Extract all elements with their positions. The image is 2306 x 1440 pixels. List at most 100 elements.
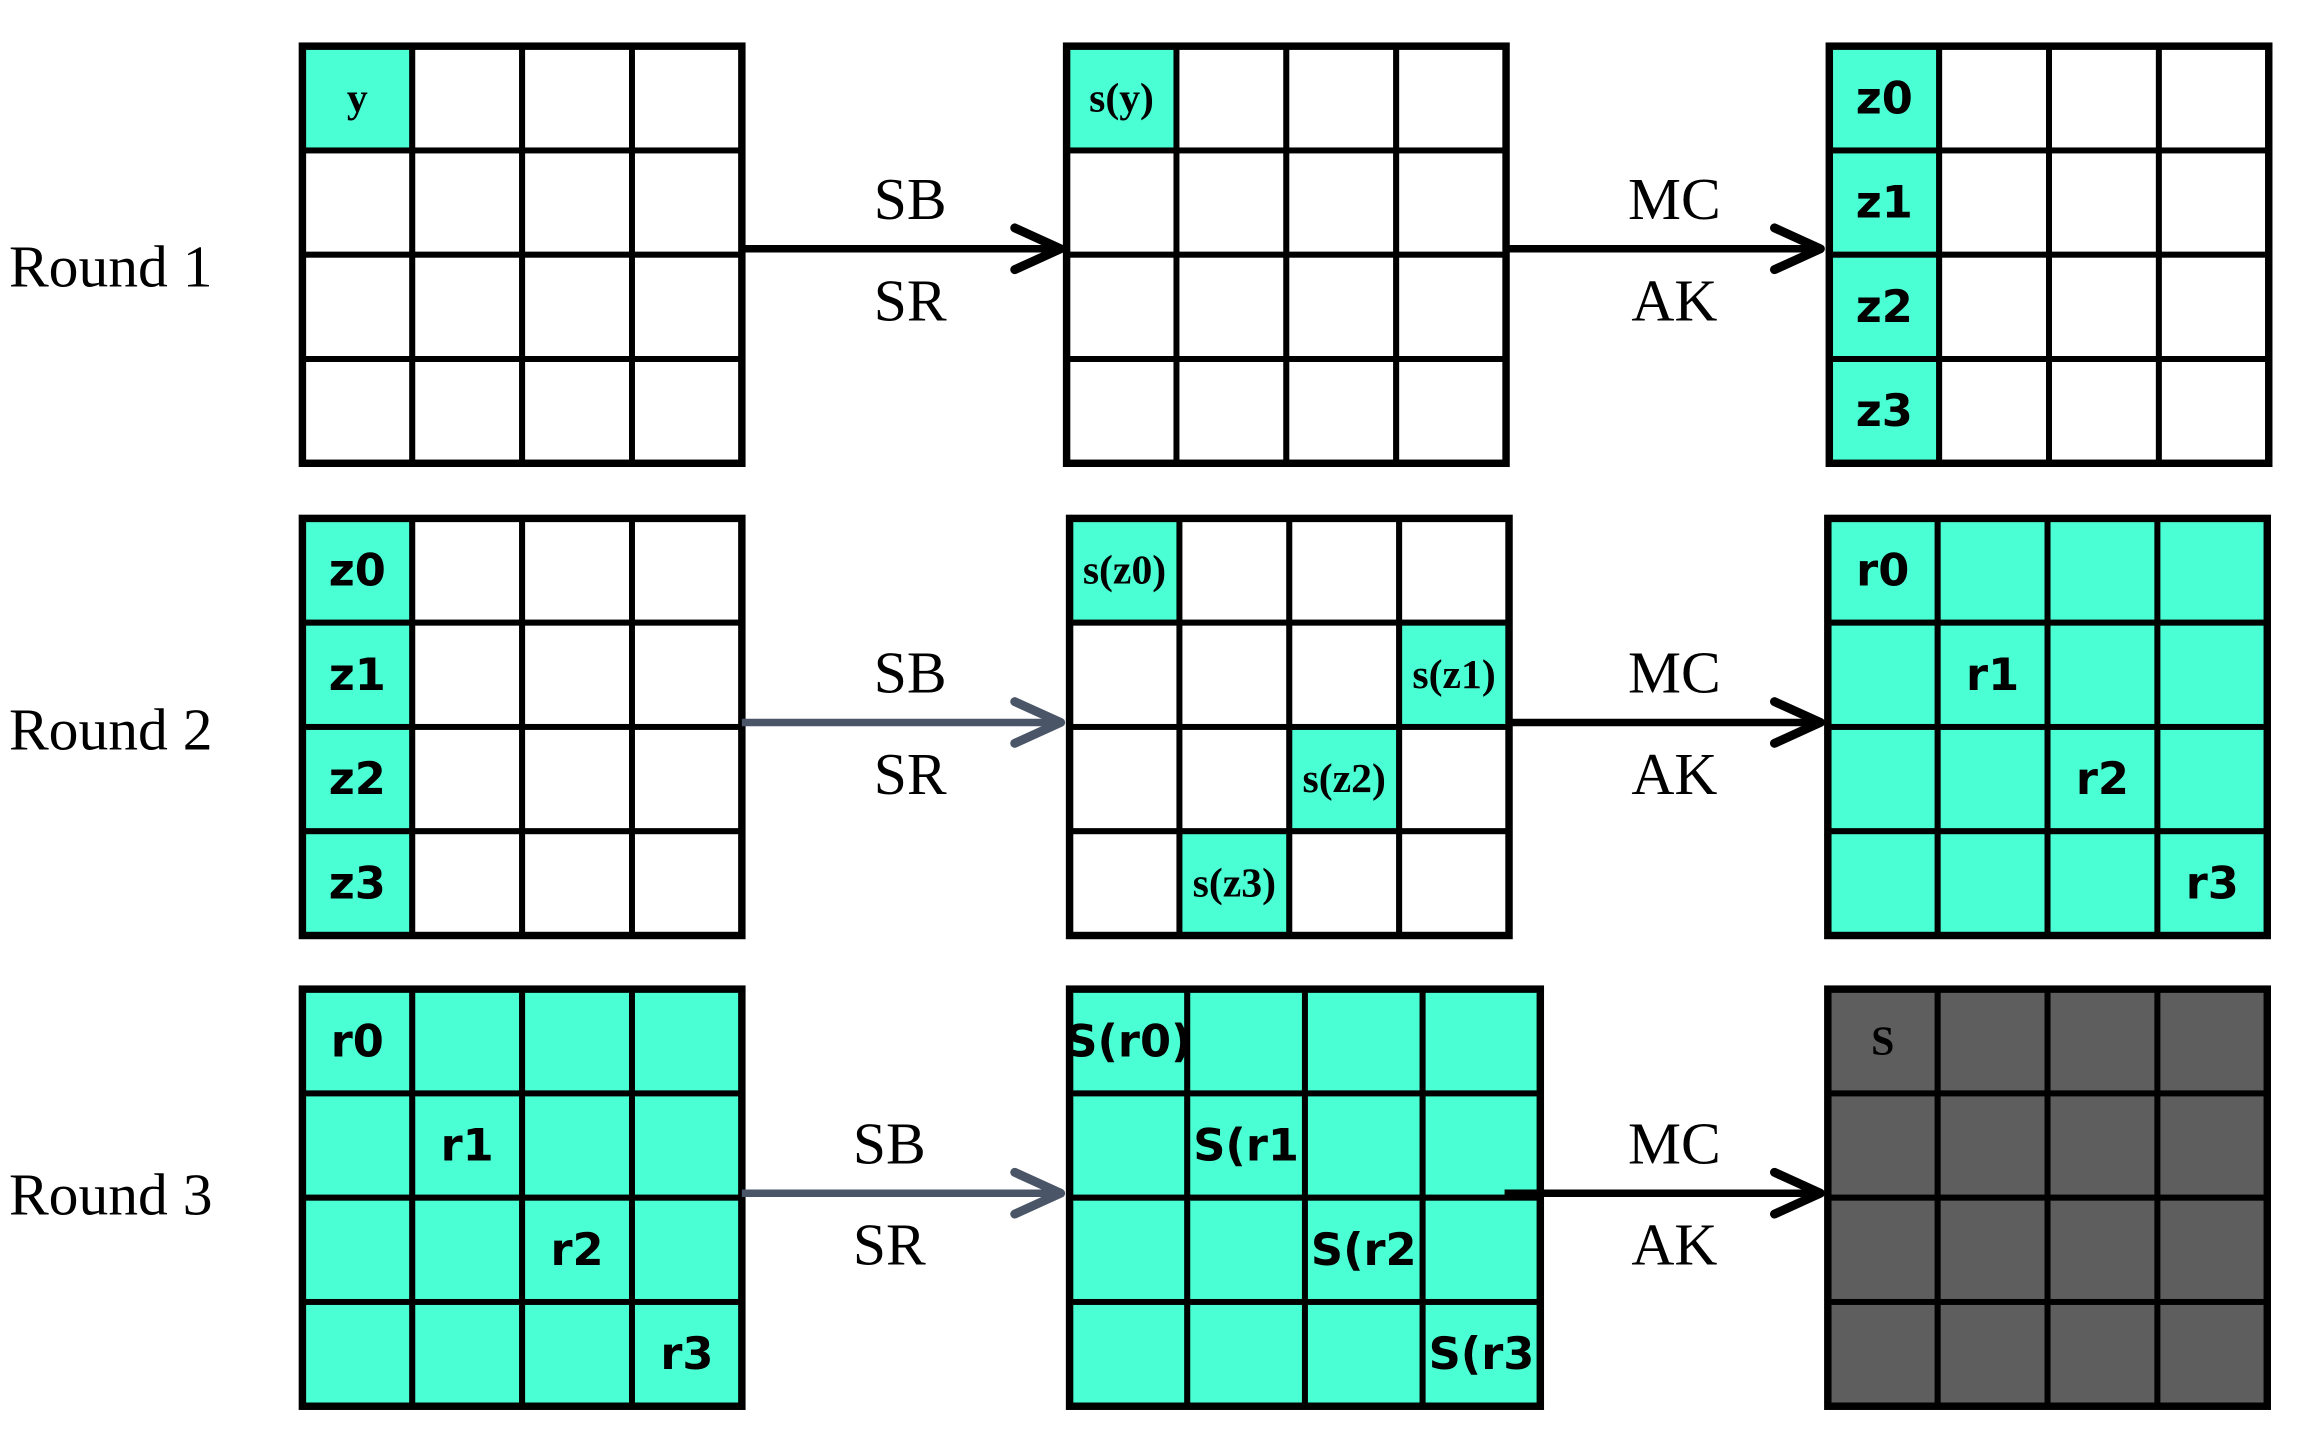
state-cell [1066,1194,1191,1305]
state-cell [1286,828,1403,939]
cell-label: S(r3 [1429,1328,1535,1380]
cell-label: r0 [331,1015,384,1067]
state-cell [519,986,635,1097]
active-cell [299,828,416,939]
cell-label: S [1871,1018,1894,1064]
state-cell [409,986,526,1097]
state-cell [519,251,635,362]
state-cell [299,1298,416,1410]
cell-label: z1 [1856,177,1913,229]
round-label: Round 3 [9,1161,213,1227]
state-cell [409,356,526,467]
grid-border [1824,514,2271,940]
state-cell [1934,986,2051,1097]
state-cell [629,986,745,1097]
transition-bottom-label: AK [1631,741,1717,807]
state-cell [1934,1090,2051,1201]
state-cell [1176,515,1293,626]
state-cell [1393,43,1510,154]
grid-border [1065,514,1513,940]
cell-label: z3 [1856,385,1913,437]
state-cell [409,723,526,835]
state-cell [519,1090,635,1201]
state-cell [2046,147,2162,258]
state-cell [1936,43,2053,154]
state-cell [299,251,416,362]
state-cell [1824,1298,1941,1410]
cell-label: S(r2 [1311,1224,1417,1276]
state-grid: y [298,42,746,468]
state-cell [299,1090,416,1201]
state-cell [1393,147,1510,258]
state-cell [519,356,635,467]
cell-label: s(z1) [1412,652,1495,698]
state-cell [1824,619,1941,730]
state-cell [2044,515,2161,626]
transition-bottom-label: SR [874,741,947,807]
cell-label: z3 [329,857,386,909]
state-cell [2154,619,2271,730]
state-cell [1066,723,1183,835]
state-cell [1173,147,1290,258]
round-label: Round 1 [9,233,213,299]
state-cell [1824,828,1941,939]
state-cell [299,1194,416,1305]
transition-top-label: MC [1628,166,1721,232]
state-cell [2046,356,2162,467]
transition-top-label: MC [1628,640,1721,706]
cell-label: r0 [1856,545,1909,597]
state-cell [2044,1194,2161,1305]
state-cell [2155,251,2272,362]
state-grid: S [1824,985,2271,1410]
state-cell [409,619,526,730]
state-cell [1824,1090,1941,1201]
state-cell [1283,251,1400,362]
state-cell [1393,251,1510,362]
arrow-head [1770,1167,1825,1219]
state-grid: S(r0)S(r1S(r2S(r3 [1065,985,1545,1410]
transition-top-label: SB [874,640,947,706]
cell-label: z2 [329,753,386,805]
state-cell [2154,1090,2271,1201]
state-cell [1286,619,1403,730]
state-cell [1173,43,1290,154]
state-cell [299,147,416,258]
state-cell [1396,828,1513,939]
state-cell [1934,828,2051,939]
state-cell [1283,43,1400,154]
state-cell [1184,1298,1308,1410]
arrow-head [1770,697,1825,748]
transition-arrow: SB SR [741,640,1066,807]
state-cell [2154,986,2271,1097]
cell-label: S(r0) [1065,1015,1191,1067]
state-cell [409,43,526,154]
state-cell [1173,251,1290,362]
state-cell [1063,147,1180,258]
state-cell [409,251,526,362]
state-cell [1419,986,1544,1097]
state-cell [629,43,745,154]
transition-top-label: SB [853,1110,926,1176]
state-cell [1934,515,2051,626]
state-cell [2154,1298,2271,1410]
state-cell [1419,1090,1544,1201]
state-grid: s(z0)s(z1)s(z2)s(z3) [1065,514,1513,940]
state-cell [2044,986,2161,1097]
active-cell [1301,1194,1426,1305]
state-cell [1283,147,1400,258]
round-label: Round 2 [9,697,213,763]
state-cell [1184,1194,1308,1305]
state-cell [2044,619,2161,730]
state-cell [1301,1298,1426,1410]
cell-label: s(z2) [1303,756,1386,802]
transition-bottom-label: AK [1631,1212,1717,1278]
state-cell [1396,723,1513,835]
state-cell [519,619,635,730]
state-cell [629,619,745,730]
state-cell [1184,986,1308,1097]
